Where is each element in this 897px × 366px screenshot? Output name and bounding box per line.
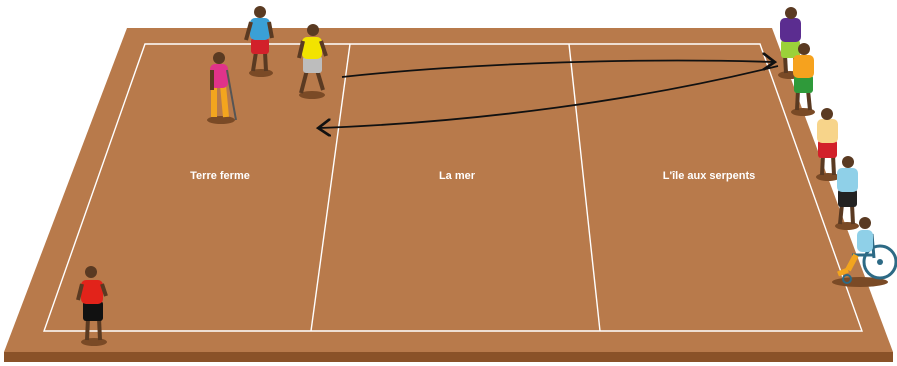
player-light-blue-shirt — [835, 156, 859, 230]
zone-label-la-mer: La mer — [439, 170, 476, 182]
zone-label-ile-aux-serpents: L'île aux serpents — [663, 170, 756, 182]
court-surface — [4, 28, 893, 352]
zone-label-terre-ferme: Terre ferme — [190, 170, 250, 182]
court-edge — [4, 352, 893, 362]
